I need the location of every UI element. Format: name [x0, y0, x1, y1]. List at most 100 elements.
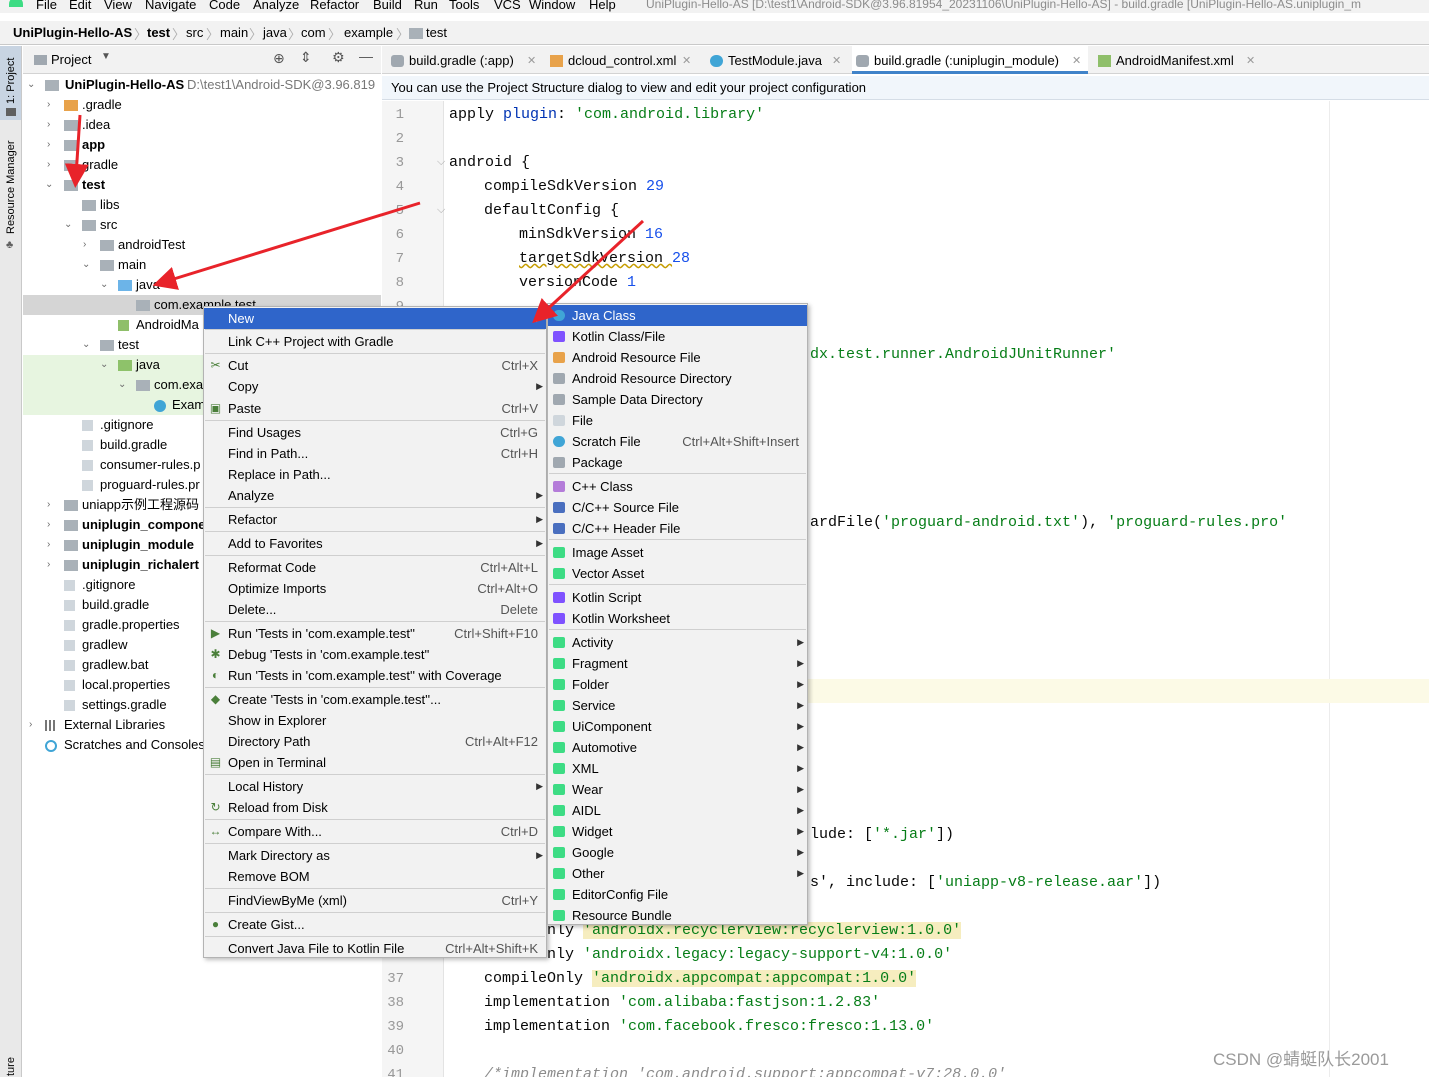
close-icon[interactable]: ✕	[527, 55, 537, 67]
breadcrumb-project[interactable]: UniPlugin-Hello-AS	[13, 25, 133, 40]
gear-icon[interactable]: ⚙	[332, 49, 345, 65]
menu-item-mark-directory-as[interactable]: Mark Directory as▶	[204, 845, 546, 866]
new-item-image-asset[interactable]: Image Asset	[548, 542, 807, 563]
menu-item-replace-in-path[interactable]: Replace in Path...	[204, 464, 546, 485]
new-item-kotlin-script[interactable]: Kotlin Script	[548, 587, 807, 608]
chevron-down-icon[interactable]: ⌄	[100, 359, 109, 370]
fold-marker-icon[interactable]: ⌵	[437, 204, 446, 216]
chevron-right-icon[interactable]: ›	[83, 239, 87, 250]
menu-item-show-in-explorer[interactable]: Show in Explorer	[204, 710, 546, 731]
chevron-right-icon[interactable]: ›	[47, 519, 51, 530]
chevron-right-icon[interactable]: ›	[47, 139, 51, 150]
chevron-right-icon[interactable]: ›	[47, 559, 51, 570]
tab-dcloud-control[interactable]: dcloud_control.xml ✕	[546, 46, 694, 74]
menu-help[interactable]: Help	[589, 0, 616, 12]
chevron-down-icon[interactable]: ⌄	[45, 179, 54, 190]
new-item-wear[interactable]: Wear▶	[548, 779, 807, 800]
chevron-right-icon[interactable]: ›	[29, 719, 33, 730]
menu-item-add-to-favorites[interactable]: Add to Favorites▶	[204, 533, 546, 554]
breadcrumb-main[interactable]: main	[220, 25, 249, 40]
menu-build[interactable]: Build	[373, 0, 402, 12]
new-item-service[interactable]: Service▶	[548, 695, 807, 716]
new-item-java-class[interactable]: Java Class	[548, 305, 807, 326]
new-item-aidl[interactable]: AIDL▶	[548, 800, 807, 821]
new-item-activity[interactable]: Activity▶	[548, 632, 807, 653]
menu-code[interactable]: Code	[209, 0, 241, 12]
menu-item-delete[interactable]: Delete...Delete	[204, 599, 546, 620]
new-item-kotlin-worksheet[interactable]: Kotlin Worksheet	[548, 608, 807, 629]
chevron-right-icon[interactable]: ›	[47, 499, 51, 510]
chevron-right-icon[interactable]: ›	[47, 99, 51, 110]
chevron-right-icon[interactable]: ›	[47, 119, 51, 130]
menu-item-remove-bom[interactable]: Remove BOM	[204, 866, 546, 887]
chevron-down-icon[interactable]: ⌄	[64, 219, 73, 230]
new-item-c-c-source-file[interactable]: C/C++ Source File	[548, 497, 807, 518]
new-item-c-c-header-file[interactable]: C/C++ Header File	[548, 518, 807, 539]
menu-refactor[interactable]: Refactor	[310, 0, 360, 12]
menu-tools[interactable]: Tools	[449, 0, 480, 12]
chevron-down-icon[interactable]: ▼	[101, 51, 111, 62]
menu-item-refactor[interactable]: Refactor▶	[204, 509, 546, 530]
new-item-kotlin-class-file[interactable]: Kotlin Class/File	[548, 326, 807, 347]
new-item-xml[interactable]: XML▶	[548, 758, 807, 779]
breadcrumb-module[interactable]: test	[147, 25, 171, 40]
close-icon[interactable]: ✕	[682, 55, 692, 67]
new-item-vector-asset[interactable]: Vector Asset	[548, 563, 807, 584]
chevron-down-icon[interactable]: ⌄	[100, 279, 109, 290]
breadcrumb-com[interactable]: com	[301, 25, 326, 40]
menu-item-create-tests-in-com-example-test[interactable]: ◆Create 'Tests in 'com.example.test''...	[204, 689, 546, 710]
menu-item-analyze[interactable]: Analyze▶	[204, 485, 546, 506]
menu-item-find-in-path[interactable]: Find in Path...Ctrl+H	[204, 443, 546, 464]
menu-item-copy[interactable]: Copy▶	[204, 376, 546, 397]
menu-item-debug-tests-in-com-example-test[interactable]: ✱Debug 'Tests in 'com.example.test''	[204, 644, 546, 665]
new-item-other[interactable]: Other▶	[548, 863, 807, 884]
hide-panel-icon[interactable]: —	[359, 48, 373, 64]
menu-item-open-in-terminal[interactable]: ▤Open in Terminal	[204, 752, 546, 773]
breadcrumb-java[interactable]: java	[263, 25, 287, 40]
project-tool-window-button[interactable]: 1: Project	[0, 46, 21, 120]
menu-edit[interactable]: Edit	[69, 0, 92, 12]
new-item-sample-data-directory[interactable]: Sample Data Directory	[548, 389, 807, 410]
chevron-down-icon[interactable]: ⌄	[82, 259, 91, 270]
menu-run[interactable]: Run	[414, 0, 438, 12]
new-item-folder[interactable]: Folder▶	[548, 674, 807, 695]
breadcrumb-example[interactable]: example	[344, 25, 394, 40]
chevron-right-icon[interactable]: ›	[47, 159, 51, 170]
menu-item-compare-with[interactable]: ↔Compare With...Ctrl+D	[204, 821, 546, 842]
structure-tool-label[interactable]: ture	[5, 1057, 17, 1076]
new-item-c-class[interactable]: C++ Class	[548, 476, 807, 497]
new-item-google[interactable]: Google▶	[548, 842, 807, 863]
tab-build-gradle-uniplugin-module[interactable]: build.gradle (:uniplugin_module) ✕	[852, 46, 1088, 74]
new-item-automotive[interactable]: Automotive▶	[548, 737, 807, 758]
resource-manager-button[interactable]: Resource Manager ♣	[0, 136, 21, 256]
tree-node-root[interactable]: ⌄ UniPlugin-Hello-AS D:\test1\Android-SD…	[23, 75, 381, 95]
breadcrumb-src[interactable]: src	[186, 25, 204, 40]
tab-testmodule-java[interactable]: TestModule.java ✕	[706, 46, 844, 74]
menu-file[interactable]: File	[36, 0, 57, 12]
fold-marker-icon[interactable]: ⌵	[437, 156, 446, 168]
close-icon[interactable]: ✕	[1246, 55, 1256, 67]
tab-build-gradle-app[interactable]: build.gradle (:app) ✕	[387, 46, 540, 74]
chevron-down-icon[interactable]: ⌄	[82, 339, 91, 350]
new-item-android-resource-file[interactable]: Android Resource File	[548, 347, 807, 368]
chevron-right-icon[interactable]: ›	[47, 539, 51, 550]
menu-navigate[interactable]: Navigate	[145, 0, 197, 12]
menu-item-findviewbyme-xml[interactable]: FindViewByMe (xml)Ctrl+Y	[204, 890, 546, 911]
menu-item-run-tests-in-com-example-test-with-coverage[interactable]: ◐Run 'Tests in 'com.example.test'' with …	[204, 665, 546, 686]
new-item-android-resource-directory[interactable]: Android Resource Directory	[548, 368, 807, 389]
new-item-editorconfig-file[interactable]: EditorConfig File	[548, 884, 807, 905]
chevron-down-icon[interactable]: ⌄	[27, 79, 36, 90]
new-item-uicomponent[interactable]: UiComponent▶	[548, 716, 807, 737]
tab-android-manifest[interactable]: AndroidManifest.xml ✕	[1094, 46, 1260, 74]
menu-view[interactable]: View	[104, 0, 132, 12]
menu-item-reload-from-disk[interactable]: ↻Reload from Disk	[204, 797, 546, 818]
menu-item-local-history[interactable]: Local History▶	[204, 776, 546, 797]
menu-item-new[interactable]: New▶	[204, 308, 546, 329]
